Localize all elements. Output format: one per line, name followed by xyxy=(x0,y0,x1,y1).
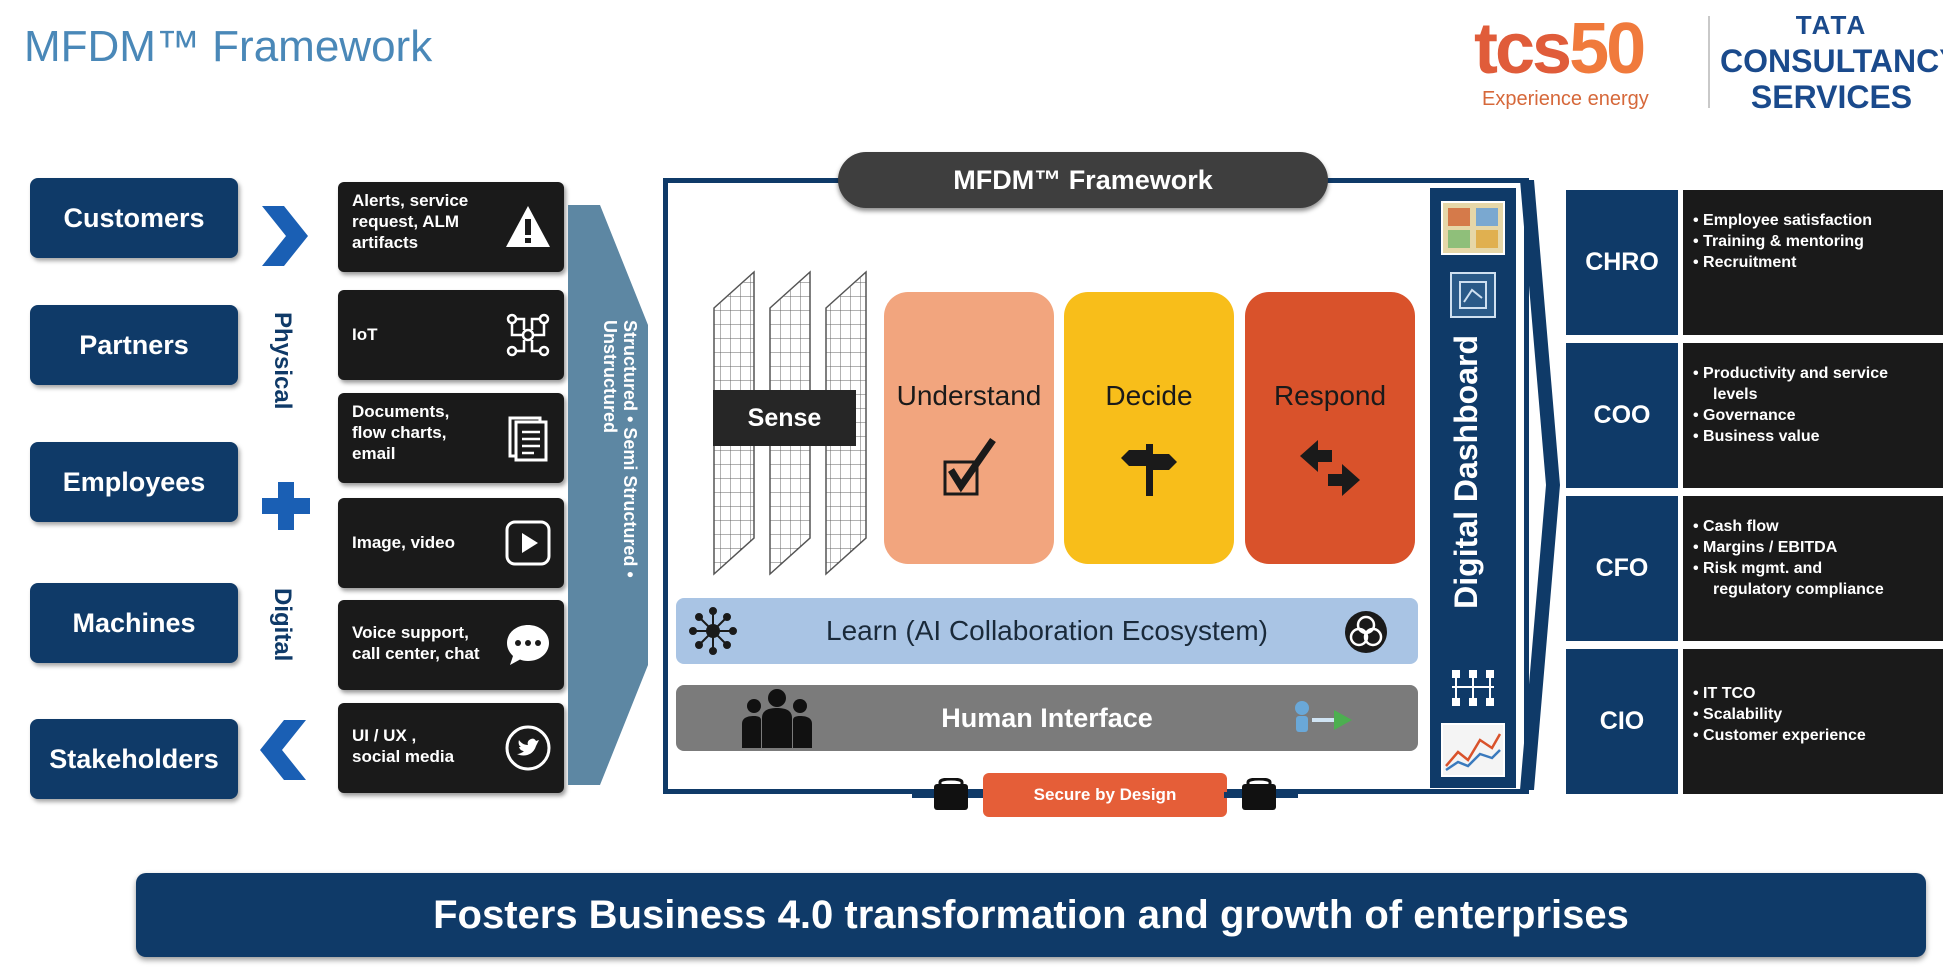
physical-label: Physical xyxy=(269,312,296,410)
warning-icon xyxy=(506,206,550,247)
role-chro: CHRO xyxy=(1566,190,1678,335)
chevron-right-icon xyxy=(262,206,308,266)
secure-by-design-badge: Secure by Design xyxy=(983,773,1227,817)
source-customers: Customers xyxy=(30,178,238,258)
people-icon xyxy=(742,689,812,748)
source-machines: Machines xyxy=(30,583,238,663)
footer-banner: Fosters Business 4.0 transformation and … xyxy=(136,873,1926,957)
role-cio-details: • IT TCO • Scalability • Customer experi… xyxy=(1683,649,1943,794)
phase-decide: Decide xyxy=(1064,292,1234,564)
iot-circuit-icon xyxy=(506,313,550,357)
source-stakeholders: Stakeholders xyxy=(30,719,238,799)
collaboration-circles-icon xyxy=(1345,611,1387,653)
digital-label: Digital xyxy=(269,588,296,662)
input-image-video: Image, video xyxy=(338,498,564,588)
logo-tagline: Experience energy xyxy=(1482,88,1649,110)
signpost-icon xyxy=(1121,444,1177,496)
input-social-media: UI / UX ,social media xyxy=(338,703,564,793)
document-icon xyxy=(508,416,548,462)
sense-label: Sense xyxy=(713,390,856,446)
source-employees: Employees xyxy=(30,442,238,522)
interface-connect-icon xyxy=(1295,701,1352,732)
framework-title: MFDM™ Framework xyxy=(838,152,1328,208)
role-cio: CIO xyxy=(1566,649,1678,794)
report-icon xyxy=(1450,272,1496,318)
role-cfo: CFO xyxy=(1566,496,1678,641)
twitter-icon xyxy=(505,725,551,771)
phase-respond: Respond xyxy=(1245,292,1415,564)
chat-icon xyxy=(507,625,549,665)
input-voice-support: Voice support,call center, chat xyxy=(338,600,564,690)
hierarchy-icon xyxy=(1452,670,1494,706)
role-coo-details: • Productivity and service levels • Gove… xyxy=(1683,343,1943,488)
arrows-icon xyxy=(1300,440,1360,496)
chevron-left-icon xyxy=(260,720,306,780)
checkbox-icon xyxy=(943,438,996,496)
role-coo: COO xyxy=(1566,343,1678,488)
source-partners: Partners xyxy=(30,305,238,385)
line-chart-icon xyxy=(1441,723,1505,777)
dashboard-grid-icon xyxy=(1441,201,1505,255)
plus-icon xyxy=(262,482,310,530)
role-chro-details: • Employee satisfaction • Training & men… xyxy=(1683,190,1943,335)
input-iot: IoT xyxy=(338,290,564,380)
play-icon xyxy=(505,520,551,566)
learn-bar: Learn (AI Collaboration Ecosystem) xyxy=(676,598,1418,664)
tcs50-logo: tcs50 Experience energy xyxy=(1474,9,1649,110)
phase-understand: Understand xyxy=(884,292,1054,564)
input-documents: Documents,flow charts, email xyxy=(338,393,564,483)
logo-divider xyxy=(1708,16,1710,108)
digital-dashboard-label: Digital Dashboard xyxy=(1448,335,1484,609)
output-arrow xyxy=(1520,180,1560,790)
role-cfo-details: • Cash flow • Margins / EBITDA • Risk mg… xyxy=(1683,496,1943,641)
network-icon xyxy=(689,607,737,655)
padlock-right-icon xyxy=(1224,778,1298,810)
page-title: MFDM™ Framework xyxy=(24,22,433,71)
data-types-label: Structured • Semi Structured • Unstructu… xyxy=(600,320,640,578)
funnel-arrow xyxy=(568,205,648,785)
tata-consultancy-logo: TATA CONSULTANCY SERVICES xyxy=(1720,10,1943,115)
padlock-left-icon xyxy=(912,778,986,810)
